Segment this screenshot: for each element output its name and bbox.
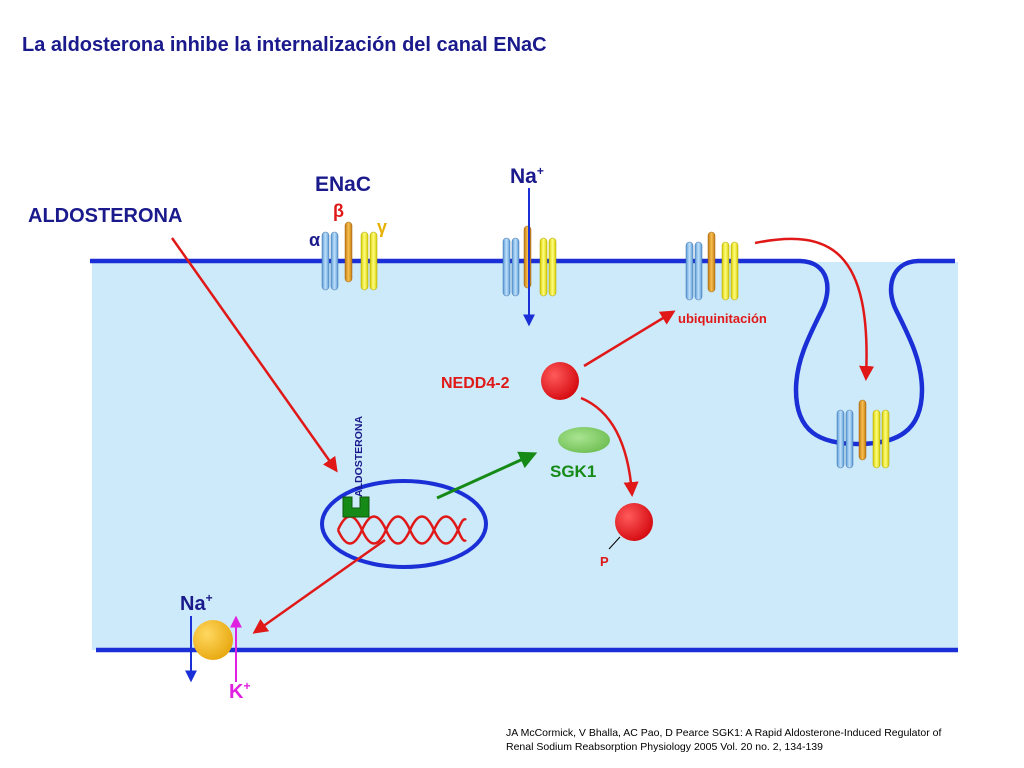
citation-line-1: JA McCormick, V Bhalla, AC Pao, D Pearce… bbox=[506, 727, 942, 739]
dna-strand-2 bbox=[336, 515, 467, 545]
aldosterone-entry-arrow bbox=[170, 237, 338, 473]
aldosterona-receptor-label: ALDOSTERONA bbox=[353, 416, 365, 498]
k-label: K+ bbox=[229, 679, 250, 703]
gamma-subunit-label: γ bbox=[377, 217, 387, 237]
apical-membrane bbox=[90, 258, 955, 447]
internalization-arrow bbox=[754, 237, 875, 381]
phosphorylated-nedd4-2 bbox=[615, 503, 653, 541]
citation-line-2: Renal Sodium Reabsorption Physiology 200… bbox=[506, 741, 823, 753]
phosphate-bond bbox=[608, 536, 621, 550]
aldosterone-receptor bbox=[342, 496, 370, 518]
citation: JA McCormick, V Bhalla, AC Pao, D Pearce… bbox=[506, 726, 1006, 754]
na-bottom-label: Na+ bbox=[180, 591, 213, 615]
page-title: La aldosterona inhibe la internalización… bbox=[22, 34, 547, 56]
cytoplasm bbox=[92, 262, 958, 650]
beta-subunit-label: β bbox=[333, 201, 344, 221]
phosphorylation-arrow bbox=[580, 396, 639, 497]
enac-channel-internalized bbox=[836, 399, 890, 469]
enac-label: ENaC bbox=[315, 173, 371, 196]
nedd4-2-label: NEDD4-2 bbox=[441, 375, 510, 392]
na-top-label: Na+ bbox=[510, 164, 544, 188]
enac-channel-3 bbox=[685, 231, 739, 301]
na-k-pump bbox=[193, 620, 233, 660]
sgk1-label: SGK1 bbox=[550, 462, 596, 481]
nucleus bbox=[320, 479, 488, 569]
ubiquitination-arrow bbox=[583, 310, 676, 368]
pump-induction-arrow bbox=[252, 538, 386, 634]
sgk1-enzyme bbox=[558, 427, 610, 453]
sgk1-induction-arrow bbox=[436, 451, 538, 500]
phosphate-label: P bbox=[600, 554, 609, 569]
aldosterona-label: ALDOSTERONA bbox=[28, 205, 182, 227]
ubiquitination-label: ubiquinitación bbox=[678, 311, 767, 326]
alpha-subunit-label: α bbox=[309, 230, 320, 250]
nedd4-2-protein bbox=[541, 362, 579, 400]
enac-channel-1 bbox=[321, 221, 378, 291]
